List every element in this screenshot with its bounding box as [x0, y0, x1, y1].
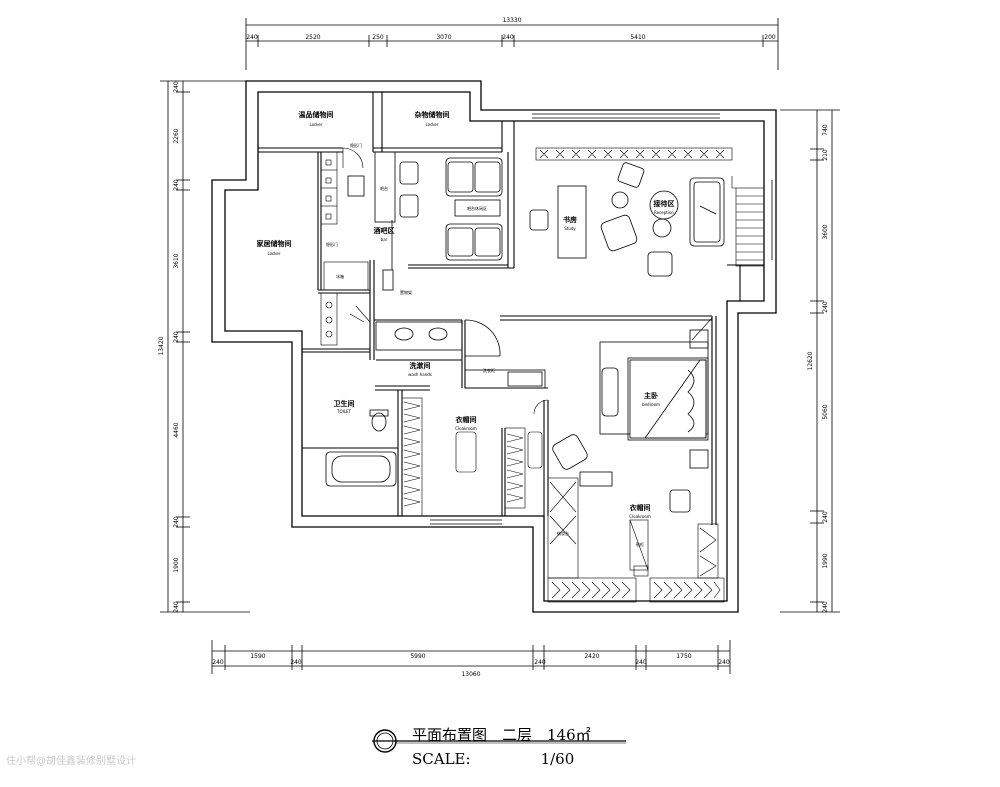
title-block: 平面布置图 二层 146㎡ SCALE: 1/60: [370, 722, 630, 772]
dim-top-total: 13330: [502, 17, 521, 24]
room-cloakroom1-name: 衣帽间: [456, 415, 477, 424]
label-wash-cabinet: 洗衣柜: [483, 367, 495, 373]
room-family-storage-sub: Locker: [267, 251, 280, 256]
room-study-name: 书房: [563, 215, 577, 224]
dim-bottom-total: 13060: [461, 671, 480, 678]
study-shelf: [535, 147, 733, 161]
room-family-storage-name: 家居储物间: [257, 239, 292, 248]
room-toilet-name: 卫生间: [334, 399, 355, 408]
study-furniture: [529, 162, 725, 277]
dimension-bottom: [211, 640, 731, 674]
watermark: 住小帮@胡佳鑫装修别墅设计: [6, 756, 136, 767]
dim-left-seg: 4460: [173, 422, 180, 437]
dimension-top: [245, 18, 779, 70]
family-storage-cabinets: [320, 151, 369, 346]
dim-bottom-seg: 1750: [676, 653, 691, 660]
outer-walls: [211, 80, 777, 613]
dim-right-seg: 240: [822, 511, 829, 523]
room-bar-sub: bar: [381, 237, 388, 242]
dim-right-total: 12620: [807, 351, 814, 370]
room-sundry-storage-sub: Locker: [425, 122, 438, 127]
dim-top-seg: 3070: [436, 34, 451, 41]
room-cloakroom2-name: 衣帽间: [630, 503, 651, 512]
room-wash-name: 洗漱间: [410, 361, 431, 370]
label-bar-side: 吧台休闲区: [467, 205, 487, 211]
dim-right-seg: 210: [822, 149, 829, 161]
dim-right-seg: 740: [822, 124, 829, 136]
room-wash-sub: wash hands: [408, 372, 432, 377]
dim-top-seg: 240: [502, 34, 514, 41]
label-hidden-door-2: 隐形门: [326, 241, 338, 247]
toilet-fixtures: [325, 409, 397, 487]
label-shoe: 鞋柜: [636, 541, 644, 547]
room-sundry-storage-name: 杂物储物间: [415, 110, 450, 119]
dim-bottom-seg: 240: [212, 659, 224, 666]
room-cloakroom1-sub: Cloakroom: [455, 426, 477, 431]
room-hot-storage-sub: Locker: [309, 122, 322, 127]
dim-left-seg: 240: [173, 81, 180, 93]
label-hidden-door: 隐形门: [350, 142, 362, 148]
dim-left-seg: 2260: [173, 128, 180, 143]
label-fridge: 冰箱: [336, 273, 344, 279]
dim-right-seg: 5060: [822, 404, 829, 419]
dim-right-seg: 3600: [822, 224, 829, 239]
dim-bottom-seg: 240: [635, 659, 647, 666]
dim-top-seg: 240: [246, 34, 258, 41]
room-bar-name: 酒吧区: [374, 226, 395, 235]
room-reception-sub: Reception: [654, 210, 674, 215]
scale-label: SCALE:: [412, 750, 471, 768]
dim-bottom-seg: 5990: [410, 653, 425, 660]
room-hot-storage-name: 温品储物间: [299, 110, 334, 119]
dim-left-seg: 240: [173, 179, 180, 191]
dim-bottom-seg: 240: [718, 659, 730, 666]
dim-bottom-seg: 240: [290, 659, 302, 666]
dim-top-seg: 250: [372, 34, 384, 41]
dim-top-seg: 2520: [305, 34, 320, 41]
dim-top-seg: 5410: [630, 34, 645, 41]
room-master-name: 主卧: [644, 391, 658, 400]
master-bedroom-furniture: [552, 329, 709, 513]
room-master-sub: bedroom: [642, 402, 660, 407]
dim-bottom-seg: 1590: [250, 653, 265, 660]
bar-furniture: [347, 151, 503, 291]
room-toilet-sub: TOILET: [336, 409, 352, 414]
dim-right-seg: 240: [822, 601, 829, 613]
label-shelf: 置物架: [400, 289, 412, 295]
label-dresser: 梳妆台: [557, 530, 569, 536]
dimension-left: [160, 80, 250, 613]
drawing-scale: SCALE: 1/60: [412, 750, 574, 768]
floor-plan: 13330 240 2520 250 3070 240 5410 200 240…: [158, 17, 840, 678]
title-circle-icon: [372, 729, 398, 753]
room-cloakroom2-sub: Cloakroom: [629, 514, 651, 519]
dim-left-seg: 240: [173, 516, 180, 528]
dim-top-seg: 200: [764, 34, 776, 41]
door-swings: [342, 147, 713, 415]
dim-right-seg: 1990: [822, 553, 829, 568]
dim-left-total: 13420: [158, 336, 165, 355]
cloakroom1-racks: [401, 397, 543, 517]
drawing-title: 平面布置图 二层 146㎡: [412, 726, 591, 744]
staircase: [731, 176, 765, 267]
windows: [430, 109, 777, 525]
dim-left-seg: 240: [173, 331, 180, 343]
room-reception-name: 接待区: [654, 199, 675, 208]
title-underline: [396, 740, 626, 744]
dim-left-seg: 240: [173, 601, 180, 613]
room-study-sub: Study: [564, 226, 576, 231]
wash-fixtures: [375, 319, 546, 389]
dim-left-seg: 1900: [173, 557, 180, 572]
dim-bottom-seg: 2420: [584, 653, 599, 660]
dimension-right: [780, 109, 840, 613]
dim-right-seg: 240: [822, 301, 829, 313]
scale-value: 1/60: [540, 750, 575, 768]
dim-bottom-seg: 240: [534, 659, 546, 666]
cloakroom2-racks: [547, 477, 725, 603]
dim-left-seg: 3610: [173, 253, 180, 268]
label-bar-counter: 吧台: [380, 185, 388, 191]
